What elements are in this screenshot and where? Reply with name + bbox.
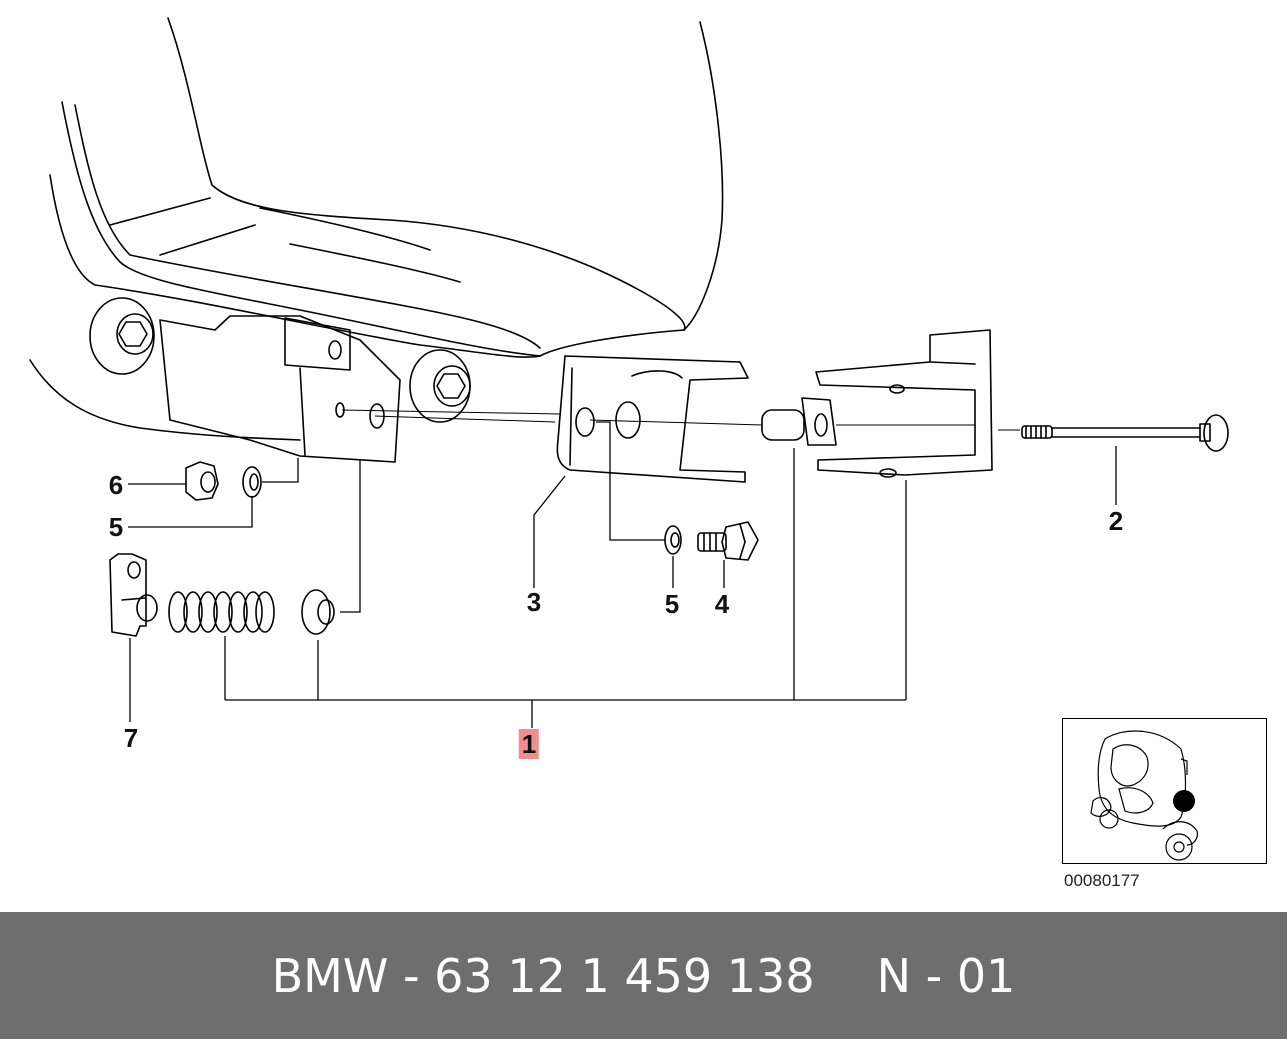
part-number: BMW - 63 12 1 459 138 [271, 948, 815, 1003]
coil-spring [168, 591, 275, 633]
callout-7[interactable]: 7 [123, 723, 139, 753]
hinge-pin [761, 397, 837, 446]
callout-5-left[interactable]: 5 [108, 512, 124, 542]
small-bolt [697, 521, 759, 561]
frame-mount-left [89, 297, 155, 375]
washer-left [242, 466, 262, 498]
spring-cap [301, 589, 335, 635]
frame-bracket [159, 315, 401, 463]
washer-small [664, 525, 682, 555]
image-number: 00080177 [1064, 871, 1140, 890]
spring-clip [109, 553, 158, 637]
part-number-banner: BMW - 63 12 1 459 138 N - 01 [0, 912, 1287, 1039]
parts-exploded-diagram [29, 17, 1229, 728]
scooter-thumbnail [1090, 730, 1198, 861]
hinge-housing [815, 329, 993, 478]
callout-5-right[interactable]: 5 [664, 589, 680, 619]
fairing-outline [29, 17, 724, 441]
callout-3[interactable]: 3 [526, 587, 542, 617]
center-lines [341, 409, 1020, 431]
callout-2[interactable]: 2 [1108, 506, 1124, 536]
location-inset [1062, 718, 1267, 864]
variant-code: N - 01 [876, 948, 1016, 1003]
callout-6[interactable]: 6 [108, 470, 124, 500]
frame-mount-right [409, 349, 471, 423]
callout-1[interactable]: 1 [518, 729, 540, 759]
leader-lines [128, 421, 1117, 728]
callout-4[interactable]: 4 [714, 589, 730, 619]
long-bolt [1021, 414, 1229, 452]
nut [185, 461, 219, 501]
hinge-bracket [556, 355, 749, 483]
